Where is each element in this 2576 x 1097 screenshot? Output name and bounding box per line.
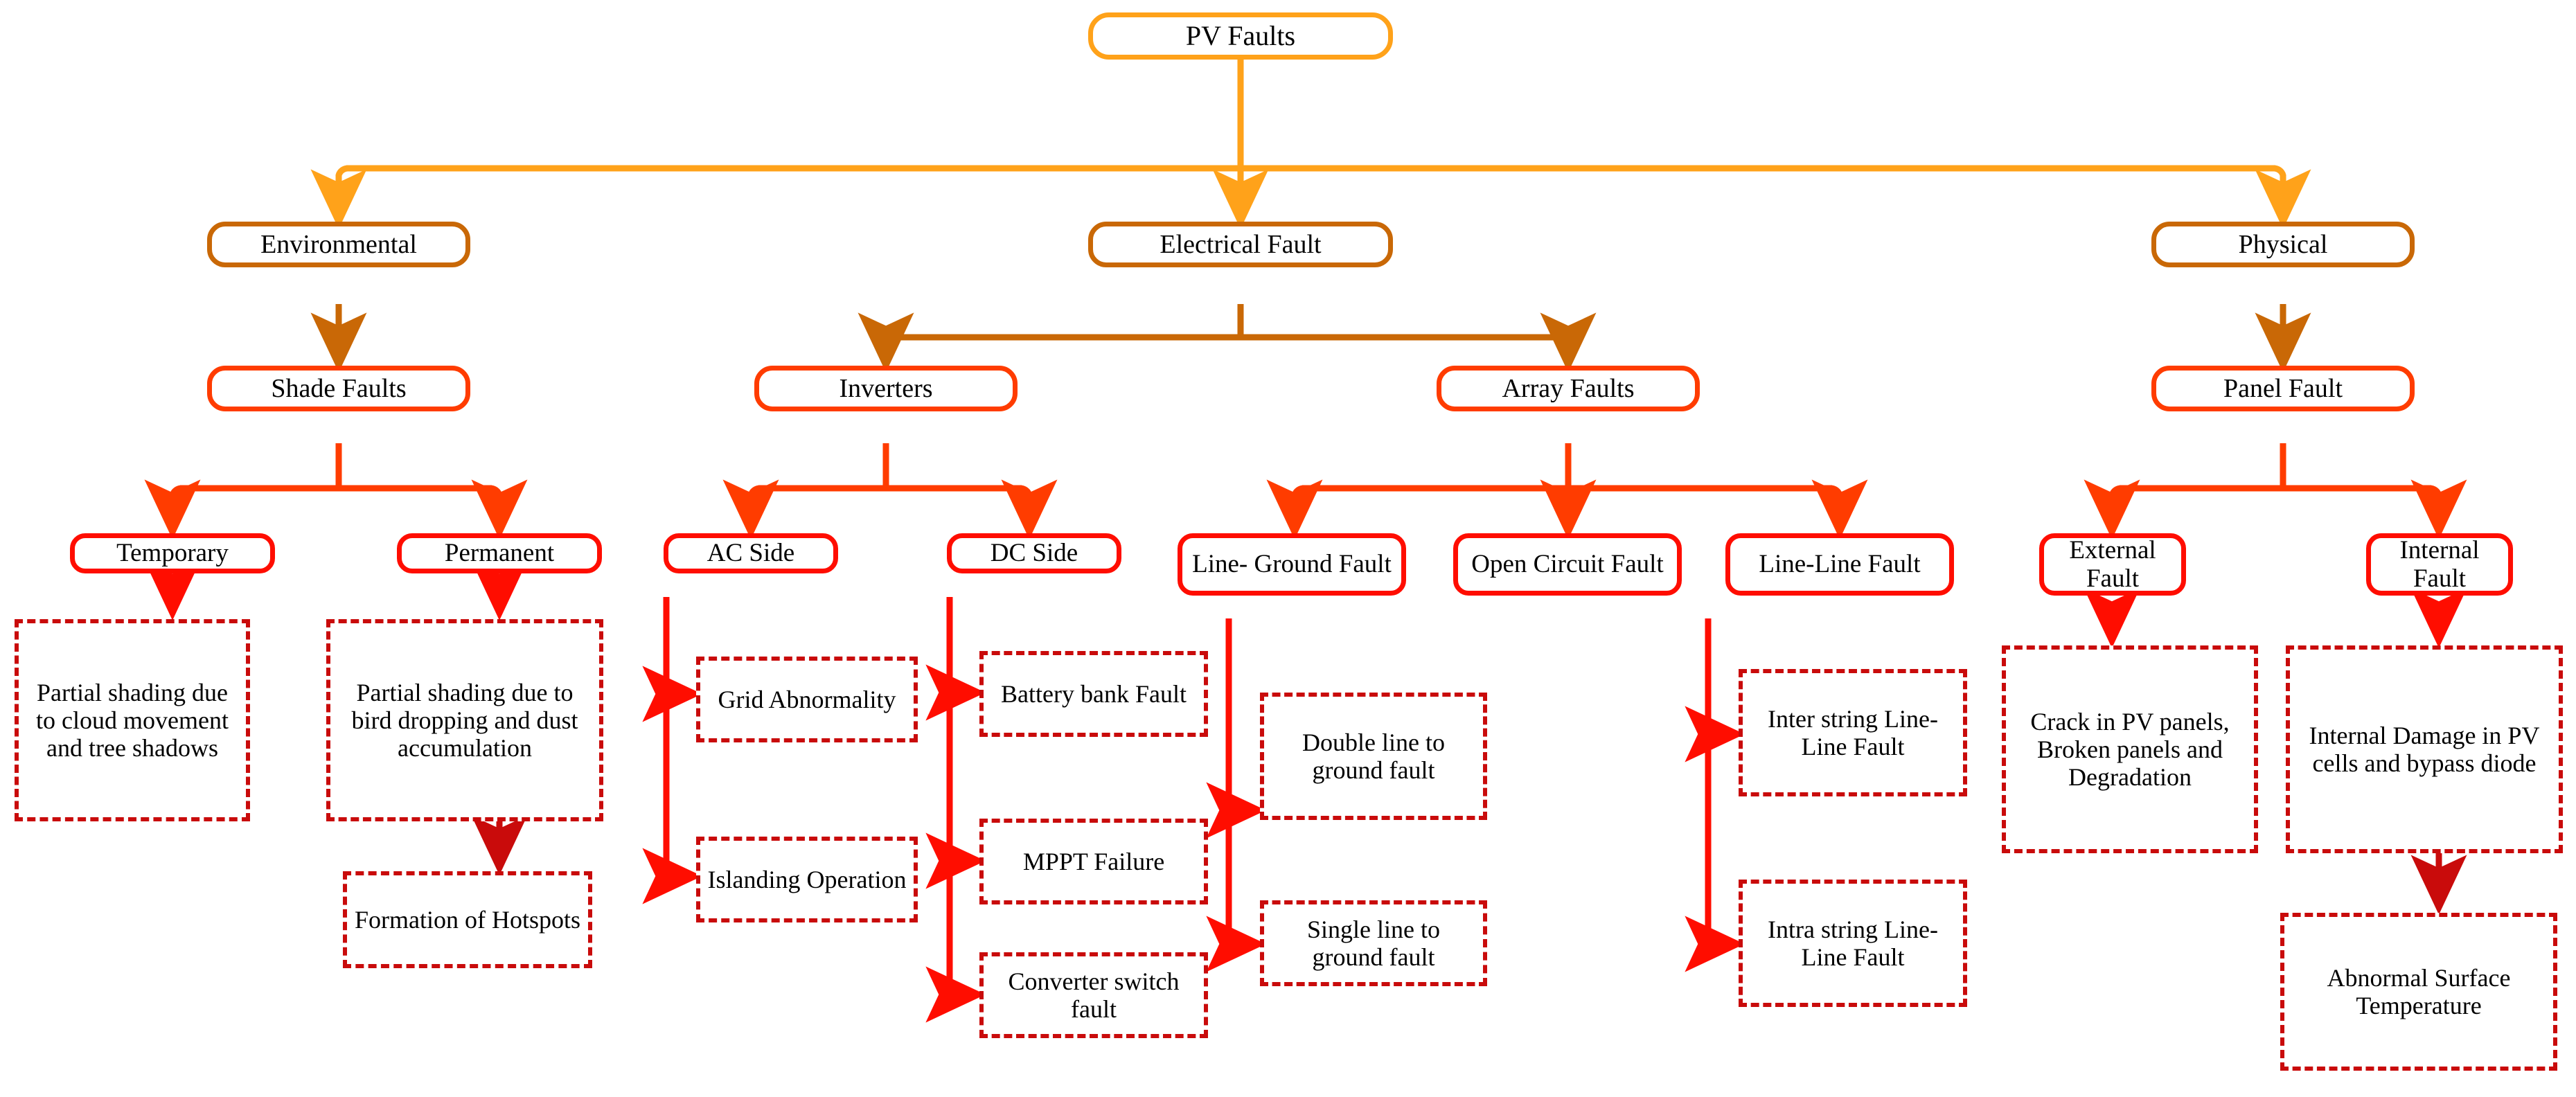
node-dc-side[interactable]: DC Side bbox=[947, 533, 1121, 573]
leaf-single-line-to-ground-fault[interactable]: Single line to ground fault bbox=[1260, 900, 1487, 986]
node-label: Shade Faults bbox=[271, 373, 407, 403]
leaf-label: Abnormal Surface Temperature bbox=[2327, 963, 2511, 1019]
leaf-mppt-failure[interactable]: MPPT Failure bbox=[979, 819, 1208, 904]
leaf-abnormal-surface-temperature[interactable]: Abnormal Surface Temperature bbox=[2280, 913, 2557, 1071]
node-label: Physical bbox=[2238, 229, 2328, 259]
node-open-circuit-fault[interactable]: Open Circuit Fault bbox=[1453, 533, 1682, 596]
node-label: Open Circuit Fault bbox=[1471, 550, 1664, 579]
leaf-label: MPPT Failure bbox=[1022, 847, 1165, 875]
node-label: Environmental bbox=[260, 229, 417, 259]
node-line-ground-fault[interactable]: Line- Ground Fault bbox=[1178, 533, 1406, 596]
node-permanent[interactable]: Permanent bbox=[397, 533, 602, 573]
node-label: Line-Line Fault bbox=[1759, 550, 1921, 579]
leaf-label: Converter switch fault bbox=[1008, 967, 1180, 1023]
node-label: Line- Ground Fault bbox=[1192, 550, 1392, 579]
leaf-inter-string-line-line-fault[interactable]: Inter string Line-Line Fault bbox=[1739, 669, 1967, 796]
leaf-label: Partial shading due to bird dropping and… bbox=[351, 678, 578, 762]
node-label: DC Side bbox=[990, 539, 1078, 568]
leaf-label: Internal Damage in PV cells and bypass d… bbox=[2309, 721, 2540, 777]
node-inverters[interactable]: Inverters bbox=[754, 366, 1018, 411]
node-line-line-fault[interactable]: Line-Line Fault bbox=[1725, 533, 1954, 596]
node-label: Panel Fault bbox=[2223, 373, 2343, 403]
node-environmental[interactable]: Environmental bbox=[207, 222, 470, 267]
node-external-fault[interactable]: External Fault bbox=[2039, 533, 2186, 596]
leaf-label: Intra string Line-Line Fault bbox=[1768, 915, 1938, 971]
leaf-label: Single line to ground fault bbox=[1307, 915, 1440, 971]
leaf-converter-switch-fault[interactable]: Converter switch fault bbox=[979, 952, 1208, 1038]
node-ac-side[interactable]: AC Side bbox=[664, 533, 838, 573]
leaf-internal-damage-pv-cells[interactable]: Internal Damage in PV cells and bypass d… bbox=[2286, 645, 2563, 853]
node-label: Internal Fault bbox=[2399, 535, 2480, 593]
node-pv-faults[interactable]: PV Faults bbox=[1088, 12, 1393, 60]
node-label: External Fault bbox=[2069, 535, 2156, 593]
node-physical[interactable]: Physical bbox=[2151, 222, 2415, 267]
leaf-label: Islanding Operation bbox=[707, 865, 907, 893]
node-panel-fault[interactable]: Panel Fault bbox=[2151, 366, 2415, 411]
leaf-label: Partial shading due to cloud movement an… bbox=[36, 678, 229, 762]
node-electrical-fault[interactable]: Electrical Fault bbox=[1088, 222, 1393, 267]
leaf-label: Double line to ground fault bbox=[1302, 728, 1445, 784]
node-label: Inverters bbox=[839, 373, 933, 403]
leaf-battery-bank-fault[interactable]: Battery bank Fault bbox=[979, 651, 1208, 737]
leaf-partial-shading-cloud[interactable]: Partial shading due to cloud movement an… bbox=[15, 619, 250, 821]
node-label: AC Side bbox=[707, 539, 795, 568]
leaf-crack-in-pv-panels[interactable]: Crack in PV panels, Broken panels and De… bbox=[2002, 645, 2258, 853]
leaf-label: Grid Abnormality bbox=[718, 685, 896, 713]
leaf-double-line-to-ground-fault[interactable]: Double line to ground fault bbox=[1260, 693, 1487, 820]
leaf-intra-string-line-line-fault[interactable]: Intra string Line-Line Fault bbox=[1739, 880, 1967, 1007]
node-shade-faults[interactable]: Shade Faults bbox=[207, 366, 470, 411]
node-label: Electrical Fault bbox=[1160, 229, 1322, 259]
node-internal-fault[interactable]: Internal Fault bbox=[2366, 533, 2513, 596]
leaf-label: Crack in PV panels, Broken panels and De… bbox=[2030, 707, 2230, 792]
leaf-label: Formation of Hotspots bbox=[354, 905, 580, 934]
leaf-islanding-operation[interactable]: Islanding Operation bbox=[696, 837, 918, 922]
leaf-label: Inter string Line-Line Fault bbox=[1768, 704, 1938, 760]
leaf-formation-of-hotspots[interactable]: Formation of Hotspots bbox=[343, 871, 592, 968]
node-label: Array Faults bbox=[1502, 373, 1635, 403]
node-label: PV Faults bbox=[1185, 19, 1296, 51]
leaf-label: Battery bank Fault bbox=[1001, 679, 1187, 708]
node-label: Temporary bbox=[116, 539, 229, 568]
node-array-faults[interactable]: Array Faults bbox=[1437, 366, 1700, 411]
node-temporary[interactable]: Temporary bbox=[70, 533, 275, 573]
leaf-grid-abnormality[interactable]: Grid Abnormality bbox=[696, 657, 918, 742]
node-label: Permanent bbox=[444, 539, 555, 568]
leaf-partial-shading-bird[interactable]: Partial shading due to bird dropping and… bbox=[326, 619, 603, 821]
